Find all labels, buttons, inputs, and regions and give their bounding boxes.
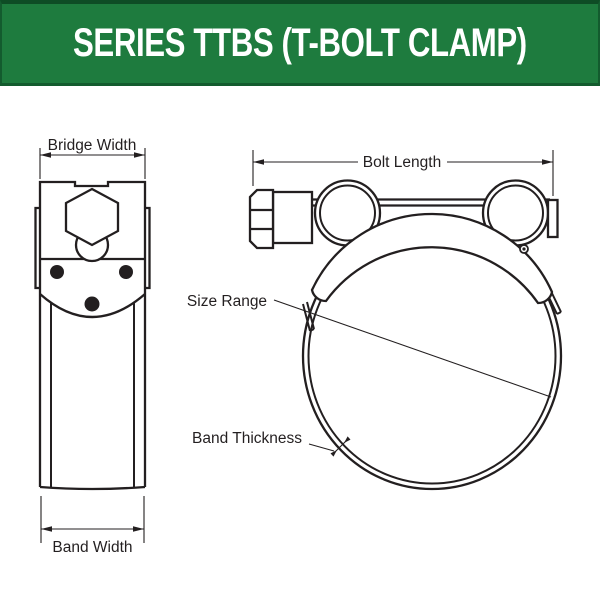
band-width-label: Band Width xyxy=(52,539,132,556)
arrowhead-right xyxy=(133,526,144,532)
rivet-dot xyxy=(84,296,100,312)
arrowhead-right xyxy=(542,159,553,165)
bolt-retainer xyxy=(546,198,559,239)
bridge-width-label: Bridge Width xyxy=(48,137,137,154)
left-trunnion-loop-inner xyxy=(319,184,376,242)
arrowhead-left xyxy=(253,159,264,165)
right-trunnion-loop-inner xyxy=(487,184,544,242)
band-end-tail-left xyxy=(302,301,315,332)
band-thickness-callout xyxy=(308,436,351,457)
bridge-saddle xyxy=(310,212,554,305)
arrowhead-outer xyxy=(330,450,337,457)
bolt-body-cylinder xyxy=(271,190,314,245)
band-width-dimension xyxy=(40,496,145,543)
arrowhead-left xyxy=(41,526,52,532)
arrowhead-inner xyxy=(344,436,351,443)
bolt-length-dimension xyxy=(252,150,554,196)
hex-nut-side xyxy=(248,188,275,250)
rivet-dot xyxy=(119,265,133,279)
rivet-dot xyxy=(50,265,64,279)
side-view: Bolt Length Size Range Band Thickness xyxy=(187,150,563,491)
left-side-tab xyxy=(34,206,40,290)
hex-bolt-head xyxy=(64,187,120,247)
band-bottom-edge xyxy=(39,485,146,491)
band-thickness-label: Band Thickness xyxy=(192,430,302,447)
size-range-label: Size Range xyxy=(187,293,267,310)
bridge-width-dimension xyxy=(39,148,146,179)
bridge-rivet-center xyxy=(522,247,526,251)
right-side-tab xyxy=(145,206,151,290)
size-range-leader-line xyxy=(273,299,552,398)
leader-line xyxy=(308,443,335,452)
arrowhead-right xyxy=(134,152,145,158)
bolt-length-label: Bolt Length xyxy=(363,154,441,171)
bracket-outline xyxy=(38,180,147,259)
front-view: Bridge Width xyxy=(34,137,151,556)
banner-title: SERIES TTBS (T-BOLT CLAMP) xyxy=(73,21,527,65)
arrowhead-left xyxy=(40,152,51,158)
series-banner: SERIES TTBS (T-BOLT CLAMP) xyxy=(0,0,600,86)
